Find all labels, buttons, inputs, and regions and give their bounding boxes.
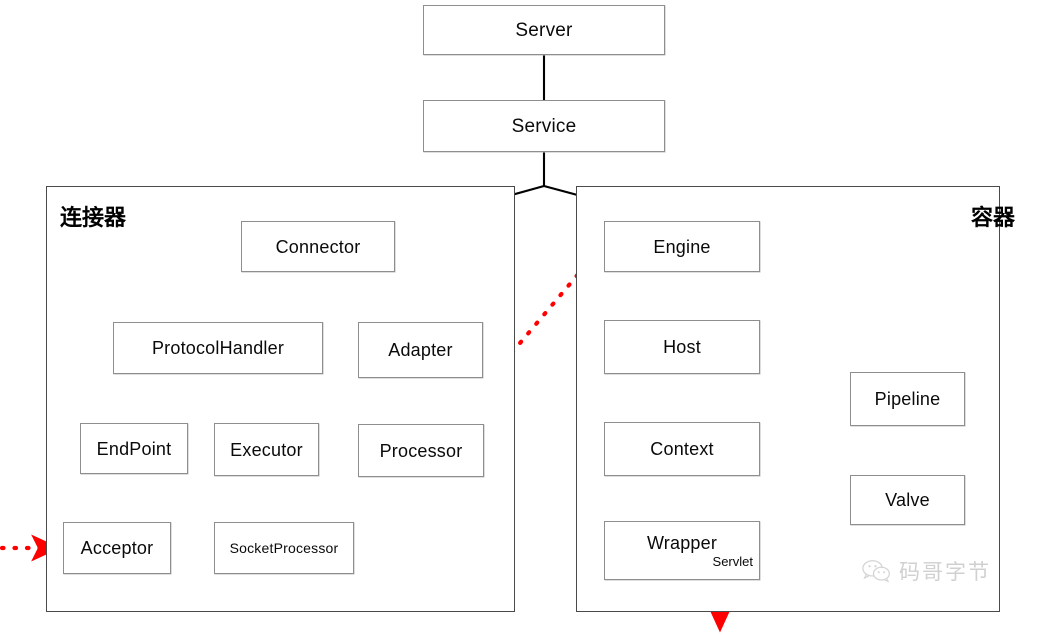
node-valve[interactable]: Valve xyxy=(850,475,965,525)
node-socketprocessor[interactable]: SocketProcessor xyxy=(214,522,354,574)
node-context[interactable]: Context xyxy=(604,422,760,476)
node-endpoint-label: EndPoint xyxy=(96,438,172,459)
flow-adapter-engine xyxy=(501,237,610,365)
node-acceptor-label: Acceptor xyxy=(80,538,154,558)
node-server-label: Server xyxy=(515,19,573,41)
connector-section-title: 连接器 xyxy=(60,205,127,230)
node-service-label: Service xyxy=(511,115,577,137)
node-host-label: Host xyxy=(663,337,701,357)
watermark-text: 码哥字节 xyxy=(899,561,991,584)
node-socketprocessor-label: SocketProcessor xyxy=(229,540,339,556)
wechat-icon xyxy=(862,560,890,583)
node-connector-label: Connector xyxy=(275,236,361,257)
node-valve-label: Valve xyxy=(885,490,930,510)
node-pipeline[interactable]: Pipeline xyxy=(850,372,965,426)
node-pipeline-label: Pipeline xyxy=(874,389,941,409)
node-acceptor[interactable]: Acceptor xyxy=(63,522,171,574)
node-connector[interactable]: Connector xyxy=(241,221,395,272)
node-engine[interactable]: Engine xyxy=(604,221,760,272)
node-server[interactable]: Server xyxy=(423,5,665,55)
node-engine-label: Engine xyxy=(653,236,711,257)
node-adapter[interactable]: Adapter xyxy=(358,322,483,378)
node-host[interactable]: Host xyxy=(604,320,760,374)
node-wrapper-label: Wrapper xyxy=(646,532,718,553)
watermark: 码哥字节 xyxy=(862,556,991,586)
node-wrapper[interactable]: Wrapper Servlet xyxy=(604,521,760,580)
node-processor[interactable]: Processor xyxy=(358,424,484,477)
node-endpoint[interactable]: EndPoint xyxy=(80,423,188,474)
node-executor-label: Executor xyxy=(230,439,303,460)
node-context-label: Context xyxy=(650,439,714,459)
node-service[interactable]: Service xyxy=(423,100,665,152)
node-wrapper-sublabel: Servlet xyxy=(712,553,753,569)
node-adapter-label: Adapter xyxy=(388,340,453,360)
node-executor[interactable]: Executor xyxy=(214,423,319,476)
node-protocolhandler[interactable]: ProtocolHandler xyxy=(113,322,323,374)
container-section-title: 容器 xyxy=(970,205,1015,230)
node-protocolhandler-label: ProtocolHandler xyxy=(151,338,285,358)
node-processor-label: Processor xyxy=(379,440,463,461)
